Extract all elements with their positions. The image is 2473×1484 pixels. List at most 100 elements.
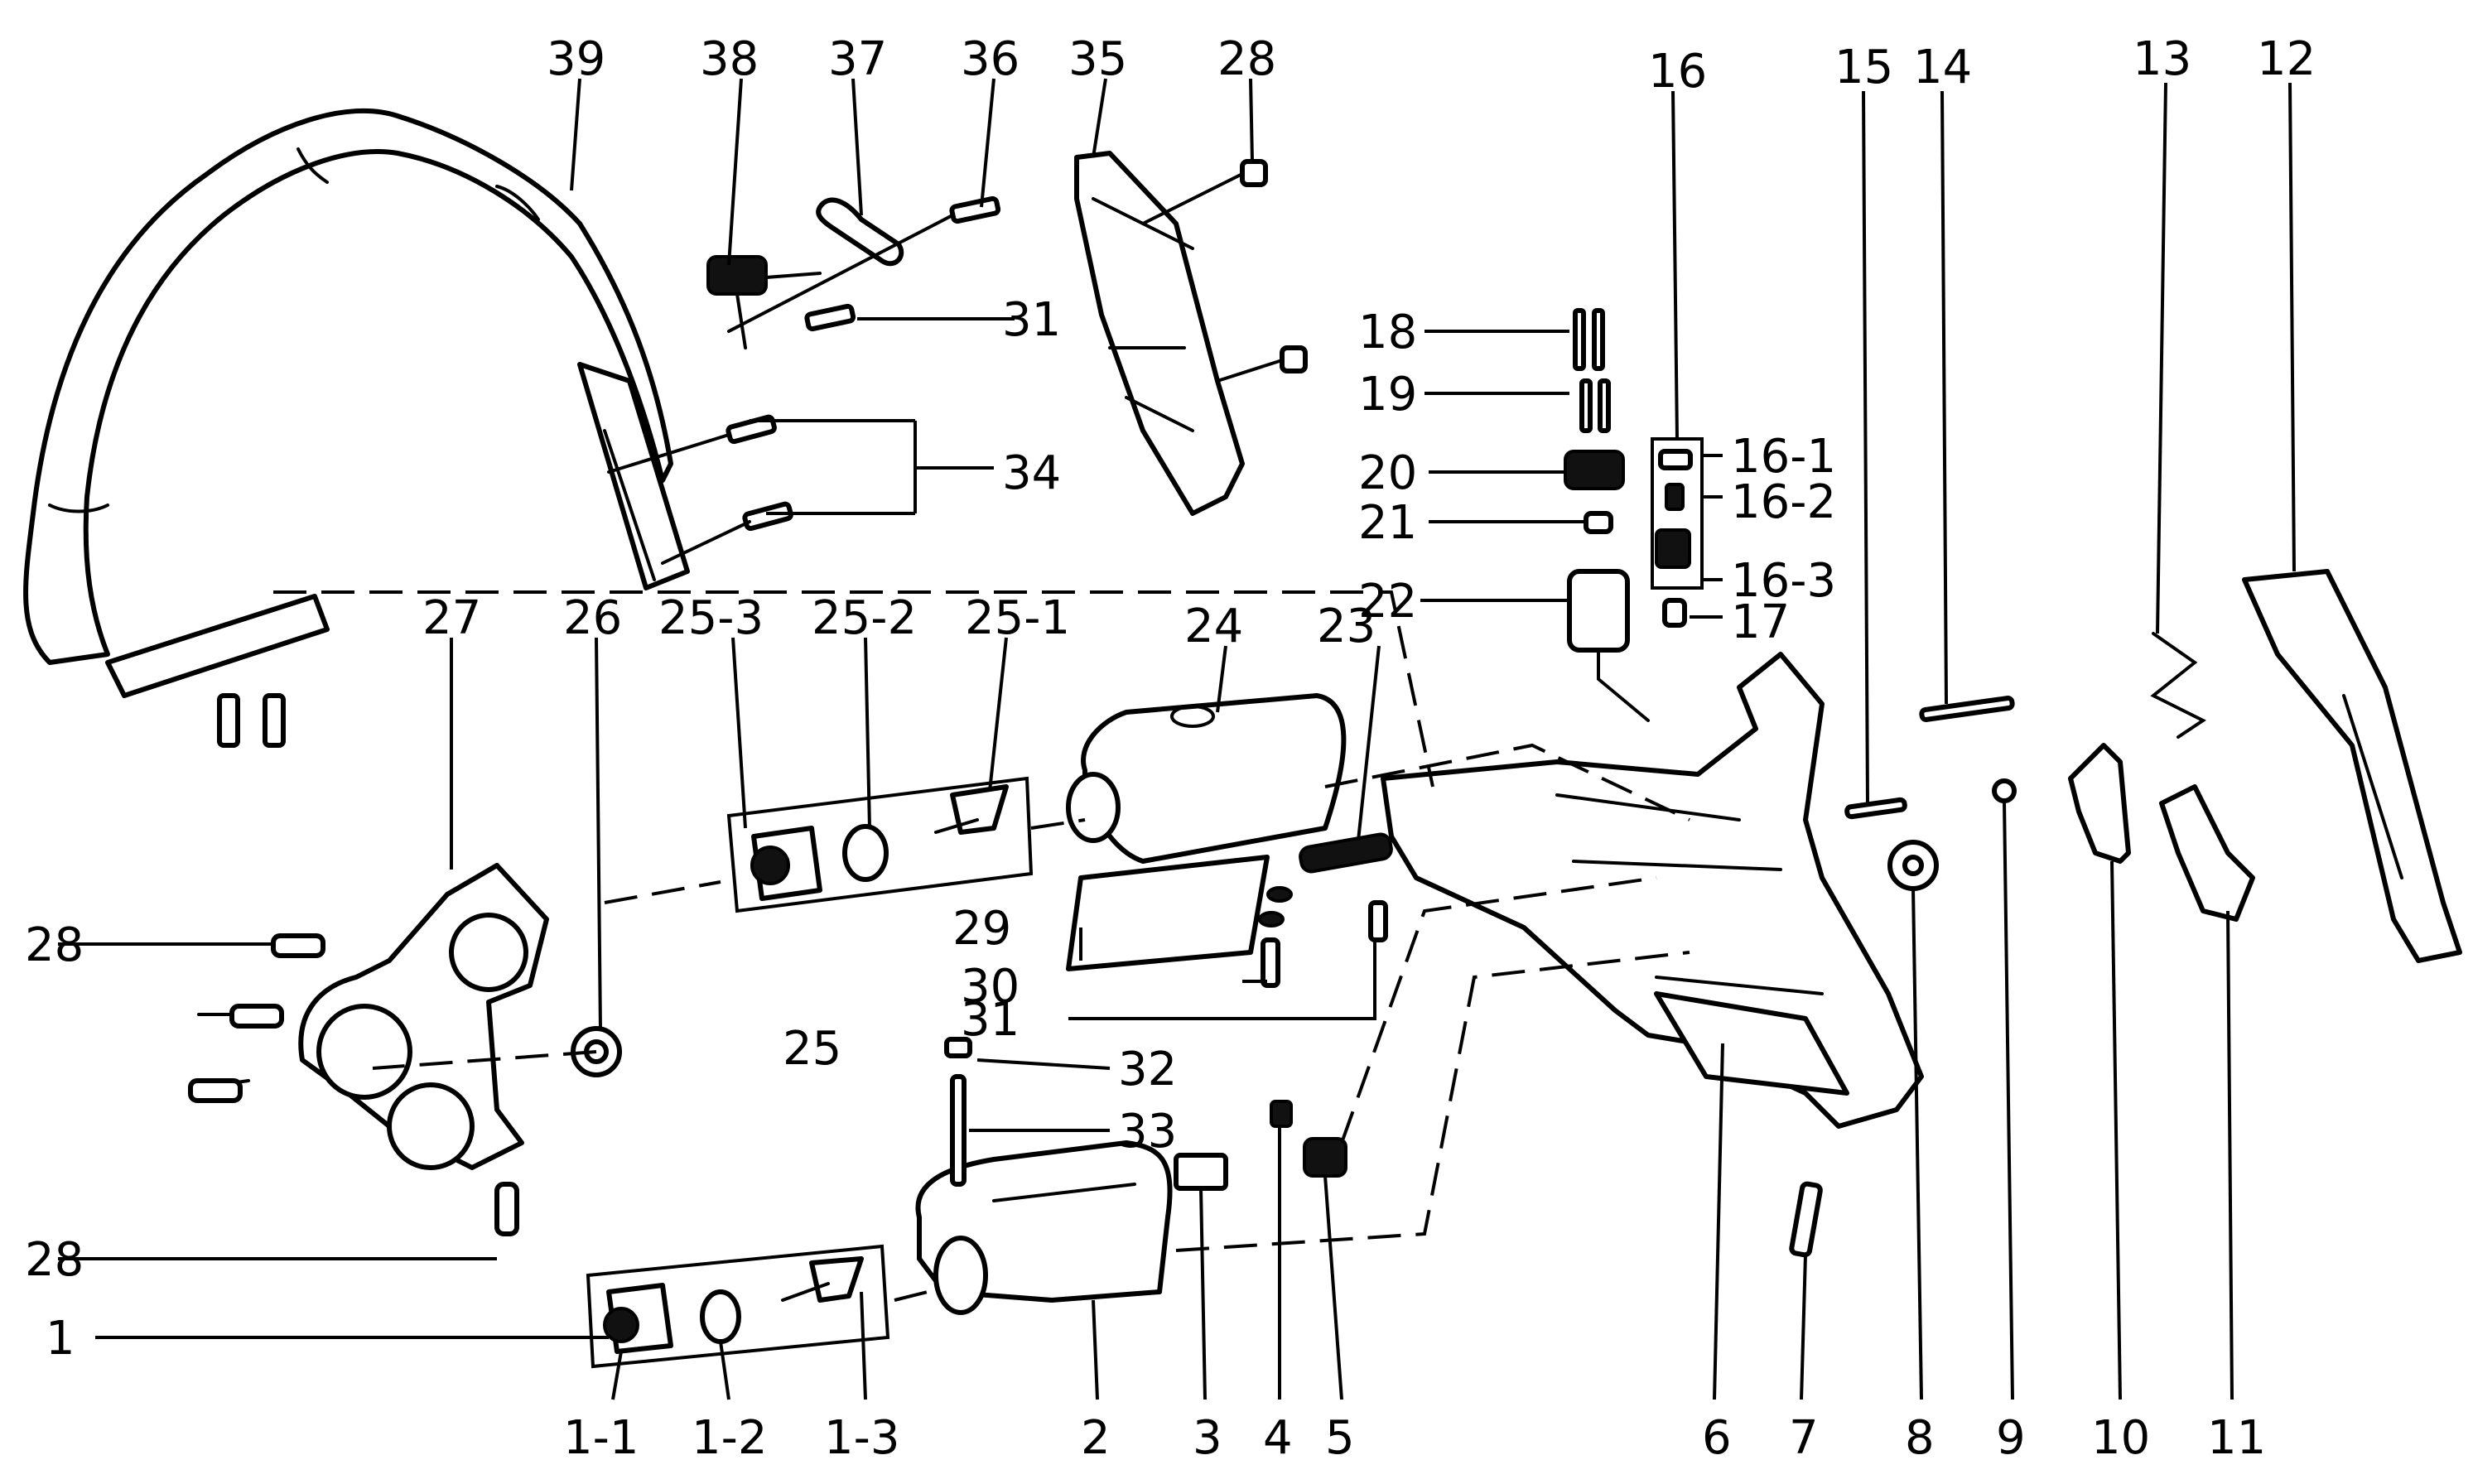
part-25-1-worm	[934, 784, 1009, 835]
label-29: 29	[952, 902, 1011, 956]
label-10: 10	[2091, 1411, 2150, 1465]
label-13: 13	[2133, 32, 2191, 86]
part-38-spring	[706, 255, 822, 349]
part-30-washers	[1258, 886, 1293, 988]
part-21	[1584, 511, 1613, 534]
label-27: 27	[422, 591, 481, 645]
part-7-screw	[1789, 1181, 1823, 1258]
label-21: 21	[1358, 496, 1417, 550]
label-22: 22	[1358, 575, 1417, 629]
label-28-top: 28	[1217, 32, 1276, 86]
label-9: 9	[1996, 1411, 2026, 1465]
label-32: 32	[1118, 1043, 1177, 1096]
label-5: 5	[1325, 1411, 1355, 1465]
label-6: 6	[1702, 1411, 1732, 1465]
part-4-screw	[1270, 1100, 1293, 1128]
label-25: 25	[783, 1022, 841, 1076]
part-37-link	[816, 197, 904, 267]
label-12: 12	[2257, 32, 2316, 86]
label-31-lower: 31	[961, 993, 1020, 1047]
part-11-lever	[2159, 784, 2255, 922]
label-33: 33	[1118, 1105, 1177, 1159]
part-18-19-sticks	[1573, 308, 1611, 433]
part-31-screw-upper	[804, 303, 856, 332]
label-37: 37	[828, 32, 887, 86]
alignment-lines	[273, 590, 1690, 1302]
part-29-decal	[1066, 855, 1270, 971]
part-22	[1567, 569, 1650, 722]
part-16-1	[1658, 449, 1693, 470]
label-2: 2	[1081, 1411, 1111, 1465]
part-34-screws	[607, 414, 793, 565]
label-36: 36	[961, 32, 1020, 86]
part-25-2-oring	[842, 824, 889, 882]
label-38: 38	[700, 32, 759, 86]
label-16-2: 16-2	[1731, 475, 1836, 529]
part-31-screw-lower	[1368, 900, 1388, 942]
label-15: 15	[1834, 41, 1893, 94]
label-39: 39	[547, 32, 605, 86]
label-19: 19	[1358, 368, 1417, 422]
label-28-bottom: 28	[25, 1233, 84, 1287]
part-32-33-pin	[944, 1037, 972, 1187]
part-27-cover	[189, 863, 549, 1170]
part-23-spring	[1299, 832, 1393, 874]
label-16: 16	[1648, 45, 1707, 99]
part-8-nut	[1887, 840, 1939, 891]
part-36-screw	[727, 195, 1001, 333]
label-7: 7	[1789, 1411, 1819, 1465]
part-39-front-handle	[23, 108, 690, 698]
leader-lines	[58, 78, 2296, 1400]
part-6-housing	[1381, 652, 1924, 1129]
label-17: 17	[1731, 595, 1790, 649]
part-1-3-worm	[781, 1256, 864, 1303]
part-16-2	[1665, 483, 1685, 511]
label-35: 35	[1068, 32, 1127, 86]
part-24-oil-tank	[1066, 693, 1347, 864]
label-31-upper: 31	[1002, 293, 1061, 347]
part-1-2-oring	[700, 1289, 741, 1344]
label-4: 4	[1263, 1411, 1293, 1465]
label-25-1: 25-1	[965, 591, 1070, 645]
label-18: 18	[1358, 306, 1417, 359]
part-5-cap	[1303, 1137, 1347, 1178]
part-handle-screws	[217, 693, 286, 748]
part-3-filter	[1174, 1153, 1228, 1191]
part-35-bracket	[1074, 151, 1308, 516]
part-14-pin	[1919, 696, 2015, 722]
label-8: 8	[1905, 1411, 1935, 1465]
label-25-3: 25-3	[658, 591, 764, 645]
part-labels: 39 38 37 36 35 28 31 34 27 26 25-3 25-2 …	[25, 32, 2316, 1465]
part-28-screws-left	[188, 933, 519, 1236]
label-16-1: 16-1	[1731, 430, 1836, 484]
label-30: 30	[961, 960, 1020, 1014]
label-16-3: 16-3	[1731, 554, 1836, 608]
label-11: 11	[2207, 1411, 2266, 1465]
label-26: 26	[563, 591, 622, 645]
label-1: 1	[46, 1312, 75, 1366]
label-1-3: 1-3	[824, 1411, 899, 1465]
label-28-left: 28	[25, 918, 84, 972]
label-23: 23	[1317, 600, 1376, 653]
label-34: 34	[1002, 446, 1061, 500]
label-1-2: 1-2	[692, 1411, 767, 1465]
part-25-oil-pump-box	[726, 776, 1034, 913]
part-9-washer	[1992, 778, 2017, 803]
part-20	[1564, 450, 1625, 490]
label-1-1: 1-1	[563, 1411, 639, 1465]
part-1-1-pump-body	[603, 1283, 673, 1354]
part-13-spring	[2150, 632, 2206, 739]
label-14: 14	[1913, 41, 1972, 94]
part-12-rear-handle	[2242, 569, 2462, 963]
part-16-3	[1655, 528, 1691, 569]
label-20: 20	[1358, 446, 1417, 500]
label-24: 24	[1184, 600, 1243, 653]
part-15-pin	[1844, 797, 1907, 820]
part-10-trigger	[2068, 743, 2131, 864]
label-25-2: 25-2	[812, 591, 917, 645]
part-17	[1662, 598, 1687, 628]
part-2-cover	[915, 1140, 1173, 1315]
part-25-3-pump-body	[750, 826, 822, 901]
label-3: 3	[1193, 1411, 1222, 1465]
